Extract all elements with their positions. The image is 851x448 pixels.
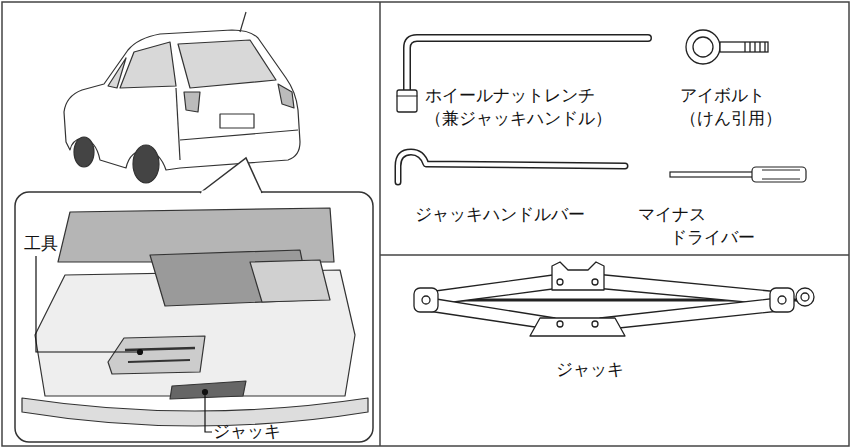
part-label: ジャッキ: [213, 420, 281, 443]
wheel-nut-wrench-part: [397, 96, 417, 97]
car-illustration-part: [74, 137, 94, 167]
eye-bolt-part: [686, 30, 720, 64]
car-illustration-part: [220, 114, 254, 128]
cargo-area-part: [22, 398, 368, 426]
car-illustration-part: [178, 40, 276, 88]
scissor-jack-part: [801, 293, 809, 301]
car-illustration-part: [108, 58, 126, 88]
jack-handle-bar-part: [398, 152, 625, 182]
scissor-jack-part: [778, 296, 786, 304]
wheel-nut-wrench-part: [407, 38, 648, 92]
inset-frame-part: [200, 158, 262, 193]
inset-frame-part: [15, 192, 373, 442]
tool-label: アイボルト （けん引用）: [680, 84, 782, 130]
scissor-jack-part: [796, 288, 814, 306]
car-illustration-part: [120, 42, 176, 88]
eye-bolt: [686, 30, 768, 64]
car-illustration-part: [184, 92, 200, 112]
flat-screwdriver-part: [752, 167, 806, 182]
scissor-jack: [414, 262, 814, 336]
car-illustration: [64, 12, 300, 183]
scissor-jack-part: [414, 288, 438, 312]
scissor-jack-part: [770, 288, 794, 312]
jack-handle-bar: [398, 152, 625, 182]
tool-label: ホイールナットレンチ （兼ジャッキハンドル）: [425, 84, 612, 130]
cargo-area-part: [125, 348, 195, 350]
car-illustration-part: [64, 30, 300, 170]
cargo-area-part: [128, 360, 190, 362]
cargo-area: [22, 208, 368, 426]
panel-frame-part: [380, 254, 849, 256]
scissor-jack-part: [592, 321, 598, 327]
flat-screwdriver-part: [670, 172, 754, 177]
eye-bolt-part: [693, 37, 713, 57]
wheel-nut-wrench-part: [397, 90, 417, 112]
scissor-jack-part: [557, 279, 563, 285]
eye-bolt-part: [720, 42, 768, 52]
tool-label: ジャッキハンドルバー: [415, 203, 585, 226]
scissor-jack-part: [422, 296, 430, 304]
eye-bolt-part: [745, 42, 765, 52]
inset-frame: [15, 158, 373, 442]
flat-screwdriver: [670, 167, 806, 182]
inset-frame-part: [202, 191, 261, 194]
cargo-area-part: [250, 260, 330, 302]
leader-line-part: [205, 392, 212, 432]
panel-frame-part: [379, 2, 381, 446]
car-illustration-part: [278, 84, 294, 108]
tool-label: マイナス ドライバー: [638, 203, 755, 249]
leader-line-part: [138, 350, 143, 355]
scissor-jack-part: [592, 279, 598, 285]
scissor-jack-part: [557, 321, 563, 327]
jack-handle-bar-part: [398, 152, 625, 182]
leader-line-part: [203, 390, 208, 395]
car-illustration-part: [176, 88, 180, 160]
car-illustration-part: [240, 12, 246, 32]
part-label: 工具: [24, 232, 58, 255]
flat-screwdriver-part: [762, 170, 800, 179]
tool-label: ジャッキ: [556, 358, 624, 381]
cargo-area-part: [170, 381, 246, 399]
scissor-jack-part: [600, 298, 780, 330]
cargo-area-part: [108, 336, 205, 374]
car-illustration-part: [133, 145, 159, 183]
scissor-jack-part: [552, 262, 604, 290]
leader-line: [36, 256, 212, 432]
car-illustration-part: [180, 130, 298, 140]
leader-line-part: [36, 256, 140, 352]
wheel-nut-wrench-part: [407, 38, 648, 92]
scissor-jack-part: [530, 318, 625, 336]
